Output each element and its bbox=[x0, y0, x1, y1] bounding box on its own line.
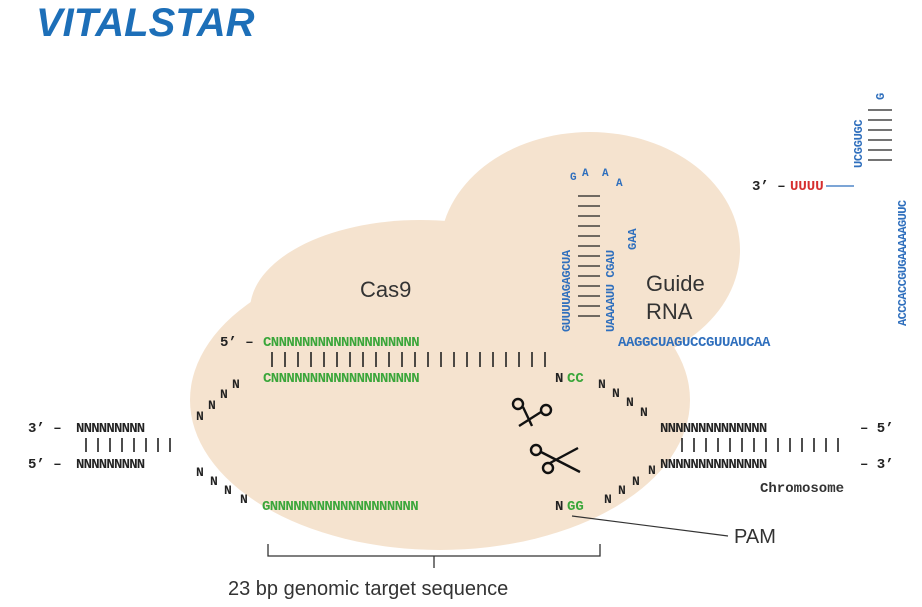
svg-text:G: G bbox=[570, 172, 577, 184]
stem-left-strand: GUUUUAGAGCUA bbox=[560, 249, 574, 332]
svg-text:N: N bbox=[232, 377, 240, 392]
right-bottom-strand: NNNNNNNNNNNNNN bbox=[660, 457, 767, 473]
svg-text:N: N bbox=[648, 463, 656, 478]
svg-text:A: A bbox=[616, 178, 623, 190]
guide-rna-label-line2: RNA bbox=[646, 299, 693, 324]
scissors-icon bbox=[511, 397, 553, 428]
left-top-3-end: 3’ – bbox=[28, 421, 62, 437]
target-caption: 23 bp genomic target sequence bbox=[228, 578, 508, 600]
svg-text:N: N bbox=[640, 405, 648, 420]
scissors-icon bbox=[529, 443, 581, 475]
guide-target-basepairs bbox=[271, 352, 546, 367]
stem-right-lower: GAA bbox=[626, 228, 640, 250]
pam-pointer bbox=[571, 515, 729, 537]
cas9-protein bbox=[190, 132, 740, 550]
svg-text:N: N bbox=[598, 377, 606, 392]
left-bottom-strand: NNNNNNNNN bbox=[76, 457, 145, 473]
svg-text:N: N bbox=[220, 387, 228, 402]
logo-backdrop bbox=[33, 0, 308, 40]
svg-text:N: N bbox=[208, 398, 216, 413]
cas9-label: Cas9 bbox=[360, 277, 411, 302]
svg-text:N: N bbox=[224, 483, 232, 498]
guide-rna-terminal-hairpin: UCGGUGC ACCCACCGUGAAAAAGUUC G bbox=[852, 93, 910, 326]
svg-text:N: N bbox=[626, 395, 634, 410]
left-top-strand: NNNNNNNNN bbox=[76, 421, 145, 437]
right-top-strand: NNNNNNNNNNNNNN bbox=[660, 421, 767, 437]
right-basepairs bbox=[681, 438, 839, 452]
svg-text:N: N bbox=[196, 409, 204, 424]
pam-label: PAM bbox=[734, 526, 776, 548]
rna-u-tail: UUUU bbox=[790, 179, 824, 195]
left-bottom-5-end: 5’ – bbox=[28, 457, 62, 473]
svg-text:N: N bbox=[196, 465, 204, 480]
svg-text:N: N bbox=[618, 483, 626, 498]
svg-text:N: N bbox=[210, 474, 218, 489]
svg-text:A: A bbox=[582, 168, 589, 180]
svg-text:N: N bbox=[612, 386, 620, 401]
bottom-strand-sequence: GNNNNNNNNNNNNNNNNNNN bbox=[262, 499, 418, 515]
svg-text:A: A bbox=[602, 168, 609, 180]
svg-text:N: N bbox=[604, 492, 612, 507]
cas9-mid-lobe bbox=[250, 220, 590, 400]
chromosome-label: Chromosome bbox=[760, 481, 844, 497]
hairpin-right-strand: ACCCACCGUGAAAAAGUUC bbox=[896, 200, 910, 326]
hairpin-left-strand: UCGGUGC bbox=[852, 120, 866, 168]
guide-rna-label-line1: Guide bbox=[646, 271, 705, 296]
right-bubble-bases: NNNN NNNN bbox=[598, 377, 656, 507]
guide-rna-scaffold-sequence: AAGGCUAGUCCGUUAUCAA bbox=[618, 335, 771, 351]
rna-3-end: 3’ – bbox=[752, 179, 786, 195]
left-basepairs bbox=[85, 438, 171, 452]
left-bubble-bases: NNNN NNNN bbox=[196, 377, 248, 507]
hairpin-loop: G bbox=[874, 93, 888, 100]
svg-text:N: N bbox=[240, 492, 248, 507]
guide-5-end: 5’ – bbox=[220, 335, 254, 351]
vitalstar-logo: VITALSTAR bbox=[36, 1, 255, 45]
svg-text:N: N bbox=[632, 474, 640, 489]
target-strand-pam-complement: CC bbox=[567, 371, 584, 387]
guide-target-sequence: CNNNNNNNNNNNNNNNNNNN bbox=[263, 335, 419, 351]
target-strand-n: N bbox=[555, 371, 563, 387]
bottom-strand-pam: GG bbox=[567, 499, 584, 515]
target-strand-sequence: CNNNNNNNNNNNNNNNNNNN bbox=[263, 371, 419, 387]
bottom-strand-n: N bbox=[555, 499, 563, 515]
right-bottom-3-end: – 3’ bbox=[860, 457, 894, 473]
right-top-5-end: – 5’ bbox=[860, 421, 894, 437]
stem-right-strand: UAAAAUU CGAU bbox=[604, 250, 618, 332]
